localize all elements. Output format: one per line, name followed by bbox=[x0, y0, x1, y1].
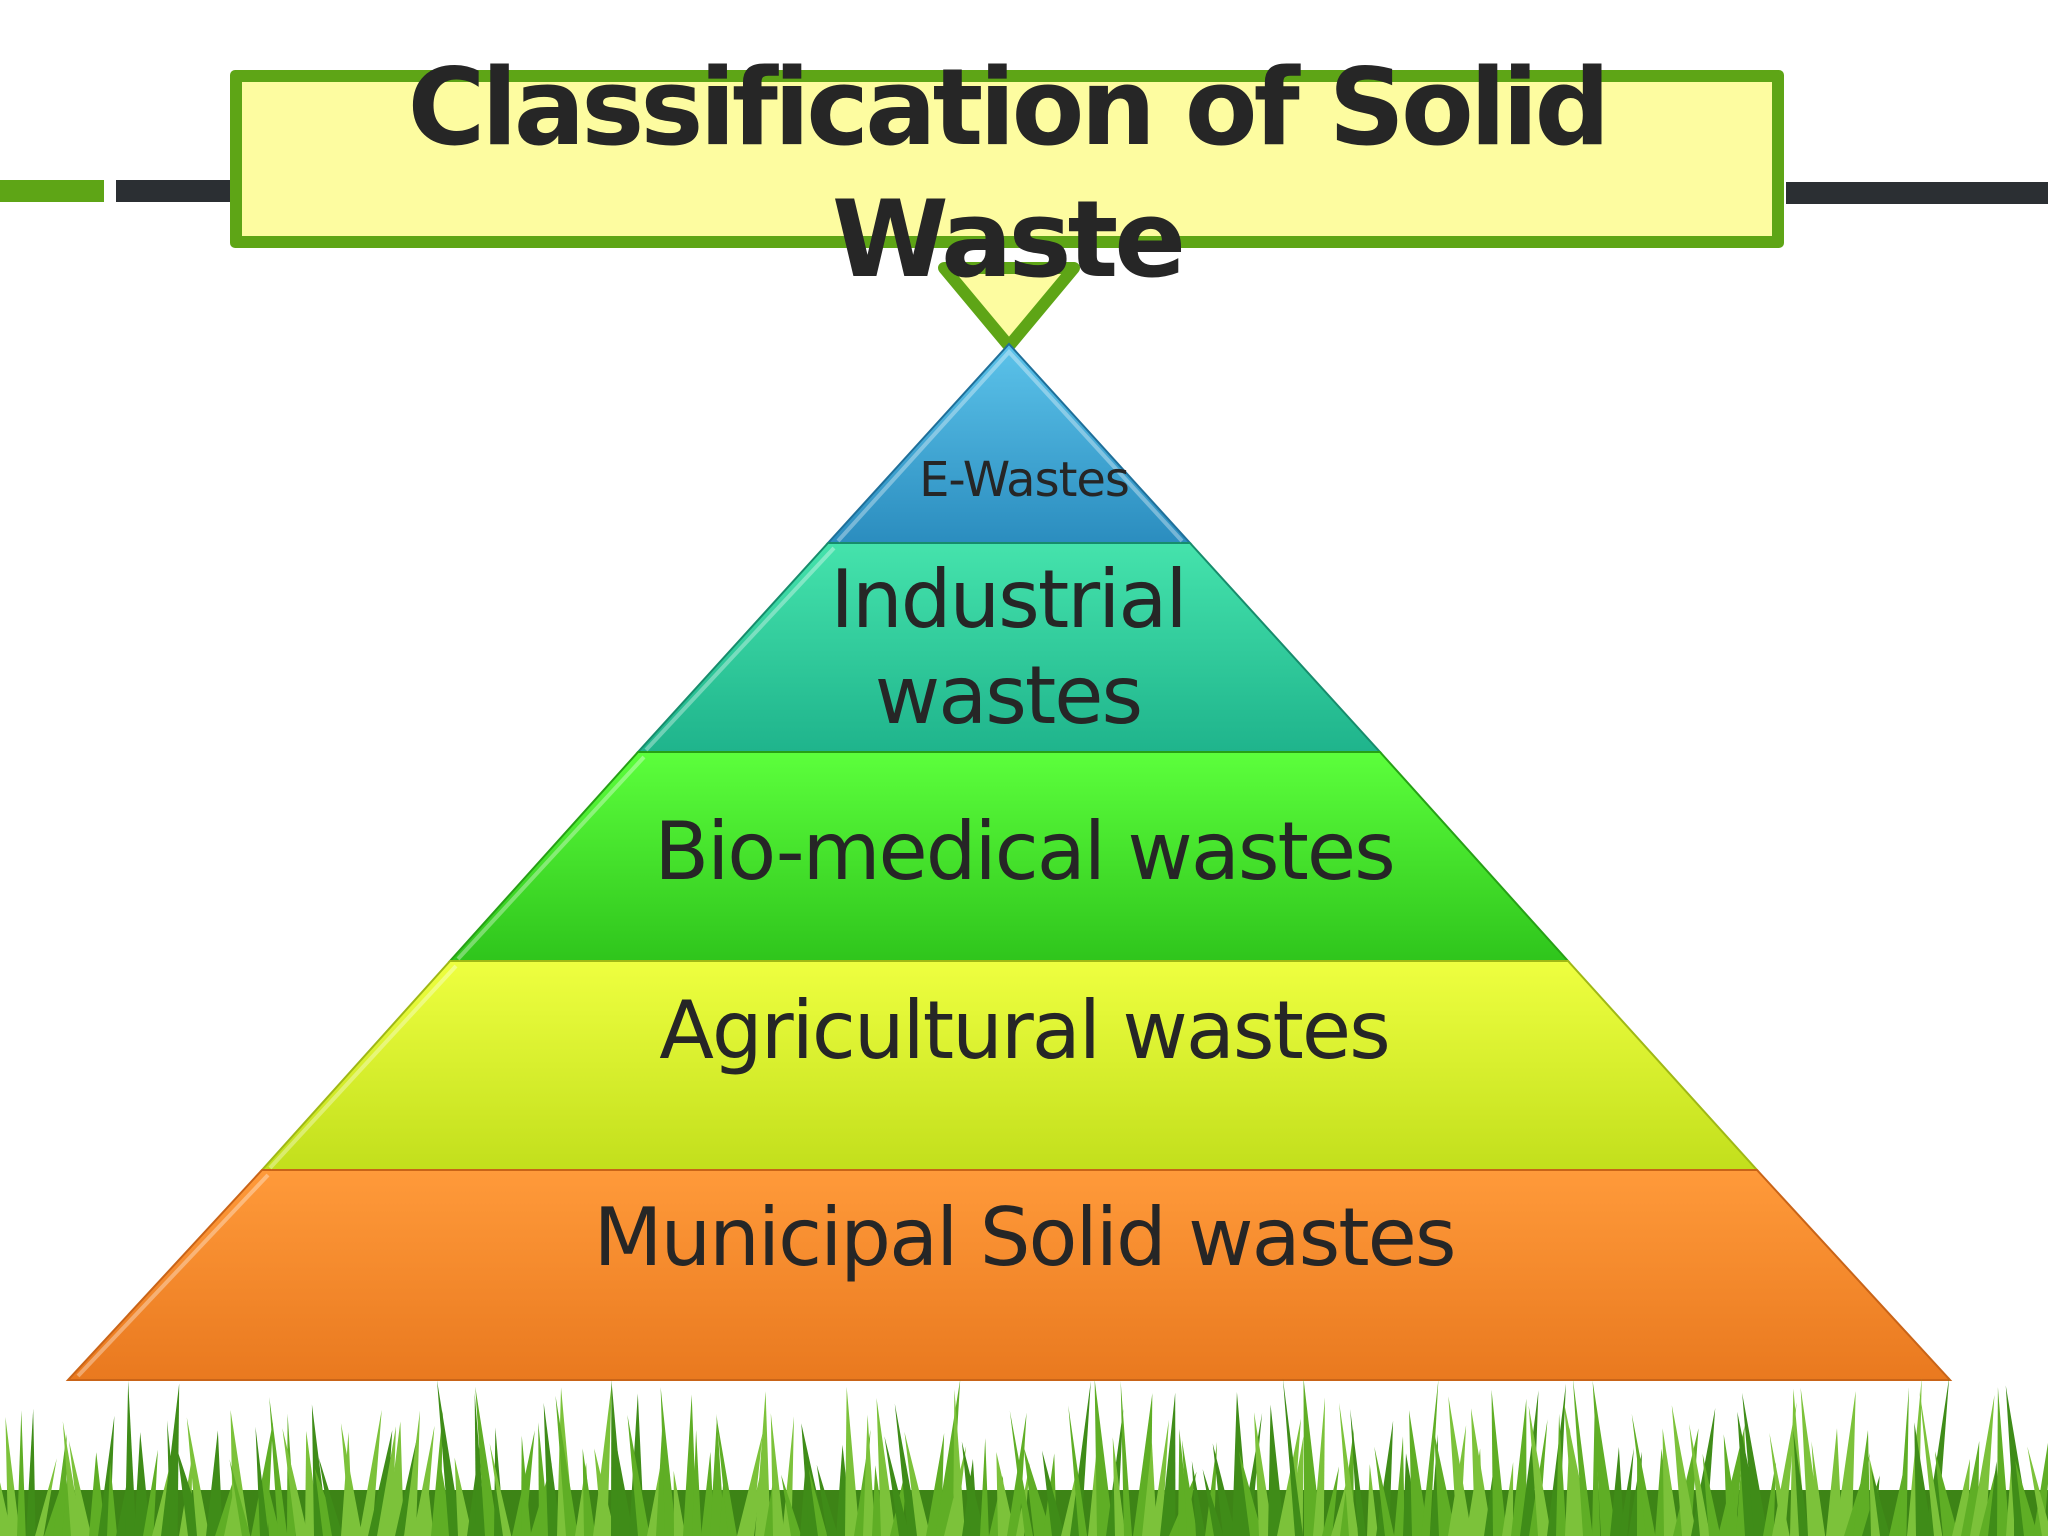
tier-label-agricultural: Agricultural wastes bbox=[659, 984, 1391, 1077]
header-rule-right bbox=[1786, 182, 2048, 204]
tier-e-wastes bbox=[825, 342, 1193, 544]
tier-label-municipal: Municipal Solid wastes bbox=[593, 1191, 1456, 1284]
slide-title: Classification of Solid Waste bbox=[407, 46, 1611, 301]
title-pointer-triangle bbox=[938, 262, 1080, 352]
grass-border bbox=[0, 1376, 2048, 1536]
title-banner bbox=[230, 70, 1784, 248]
tier-label-bio-medical: Bio-medical wastes bbox=[654, 805, 1396, 898]
header-rule-left bbox=[116, 180, 236, 202]
header-rule-accent bbox=[0, 180, 104, 202]
tier-label-industrial: Industrial wastes bbox=[830, 553, 1187, 742]
tier-municipal bbox=[65, 1169, 1953, 1381]
tier-label-e-wastes: E-Wastes bbox=[919, 452, 1130, 508]
